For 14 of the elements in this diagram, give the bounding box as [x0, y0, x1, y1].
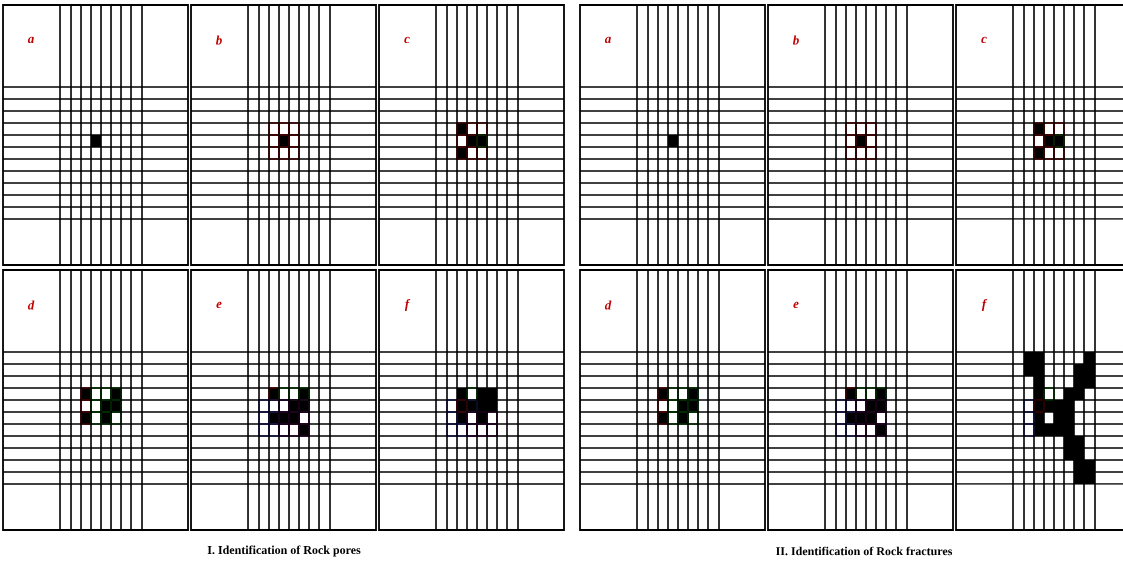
panel-letter: f — [981, 299, 988, 311]
panel-letter: b — [792, 35, 799, 45]
panel-letter: a — [604, 36, 611, 44]
panel-letter: d — [27, 300, 35, 310]
caption: II. Identification of Rock fractures — [776, 546, 953, 556]
panel-letter: a — [27, 36, 34, 44]
panel-letter: b — [215, 35, 222, 45]
panel-letter: f — [404, 299, 411, 311]
panel-letter: e — [793, 301, 799, 309]
panel-letter: c — [404, 36, 410, 44]
caption: I. Identification of Rock pores — [207, 545, 361, 557]
panel-letter: c — [981, 36, 987, 44]
panel-letter: e — [216, 301, 222, 309]
panel-letter: d — [604, 300, 612, 310]
